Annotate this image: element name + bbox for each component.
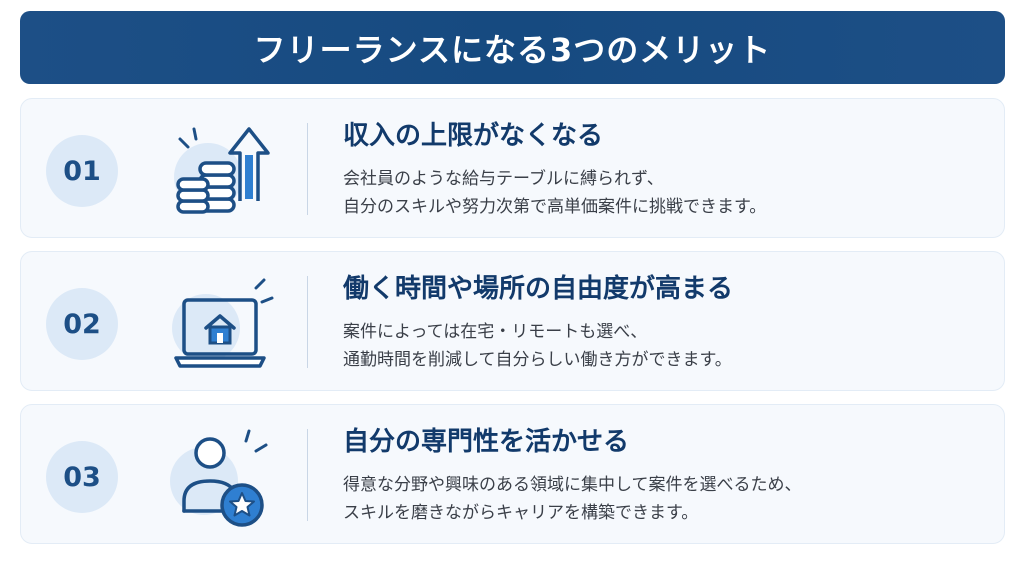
page-title: フリーランスになる3つのメリット	[253, 30, 772, 69]
number-label: 03	[63, 461, 101, 493]
number-badge: 03	[46, 441, 118, 513]
merit-card-3: 03 自分の専門性を活かせる 得意な分野や興味のある領域に集中して案件を選べるた…	[20, 404, 1005, 544]
merit-title: 収入の上限がなくなる	[343, 121, 604, 151]
number-label: 02	[63, 308, 101, 340]
description-line: スキルを磨きながらキャリアを構築できます。	[343, 503, 699, 523]
number-label: 01	[63, 155, 101, 187]
divider	[307, 429, 308, 521]
description-line: 通勤時間を削減して自分らしい働き方ができます。	[343, 350, 732, 370]
description-line: 案件によっては在宅・リモートも選べ、	[343, 322, 648, 342]
merit-description: 得意な分野や興味のある領域に集中して案件を選べるため、 スキルを磨きながらキャリ…	[343, 471, 983, 527]
description-line: 得意な分野や興味のある領域に集中して案件を選べるため、	[343, 475, 802, 495]
laptop-home-icon	[146, 266, 276, 378]
divider	[307, 123, 308, 215]
merit-title: 働く時間や場所の自由度が高まる	[343, 274, 734, 304]
description-line: 自分のスキルや努力次第で高単価案件に挑戦できます。	[343, 197, 767, 217]
title-banner: フリーランスになる3つのメリット	[20, 11, 1005, 84]
coins-arrow-up-icon	[146, 113, 276, 225]
merit-card-2: 02 働く時間や場所の自由度が高まる 案件によっては在宅・リモートも選べ、 通勤…	[20, 251, 1005, 391]
merit-card-1: 01 収入の上限がなくなる 会	[20, 98, 1005, 238]
merit-description: 案件によっては在宅・リモートも選べ、 通勤時間を削減して自分らしい働き方ができま…	[343, 318, 983, 374]
merit-description: 会社員のような給与テーブルに縛られず、 自分のスキルや努力次第で高単価案件に挑戦…	[343, 165, 983, 221]
divider	[307, 276, 308, 368]
person-star-icon	[146, 419, 276, 531]
number-badge: 01	[46, 135, 118, 207]
merit-title: 自分の専門性を活かせる	[343, 427, 630, 457]
number-badge: 02	[46, 288, 118, 360]
description-line: 会社員のような給与テーブルに縛られず、	[343, 169, 664, 189]
